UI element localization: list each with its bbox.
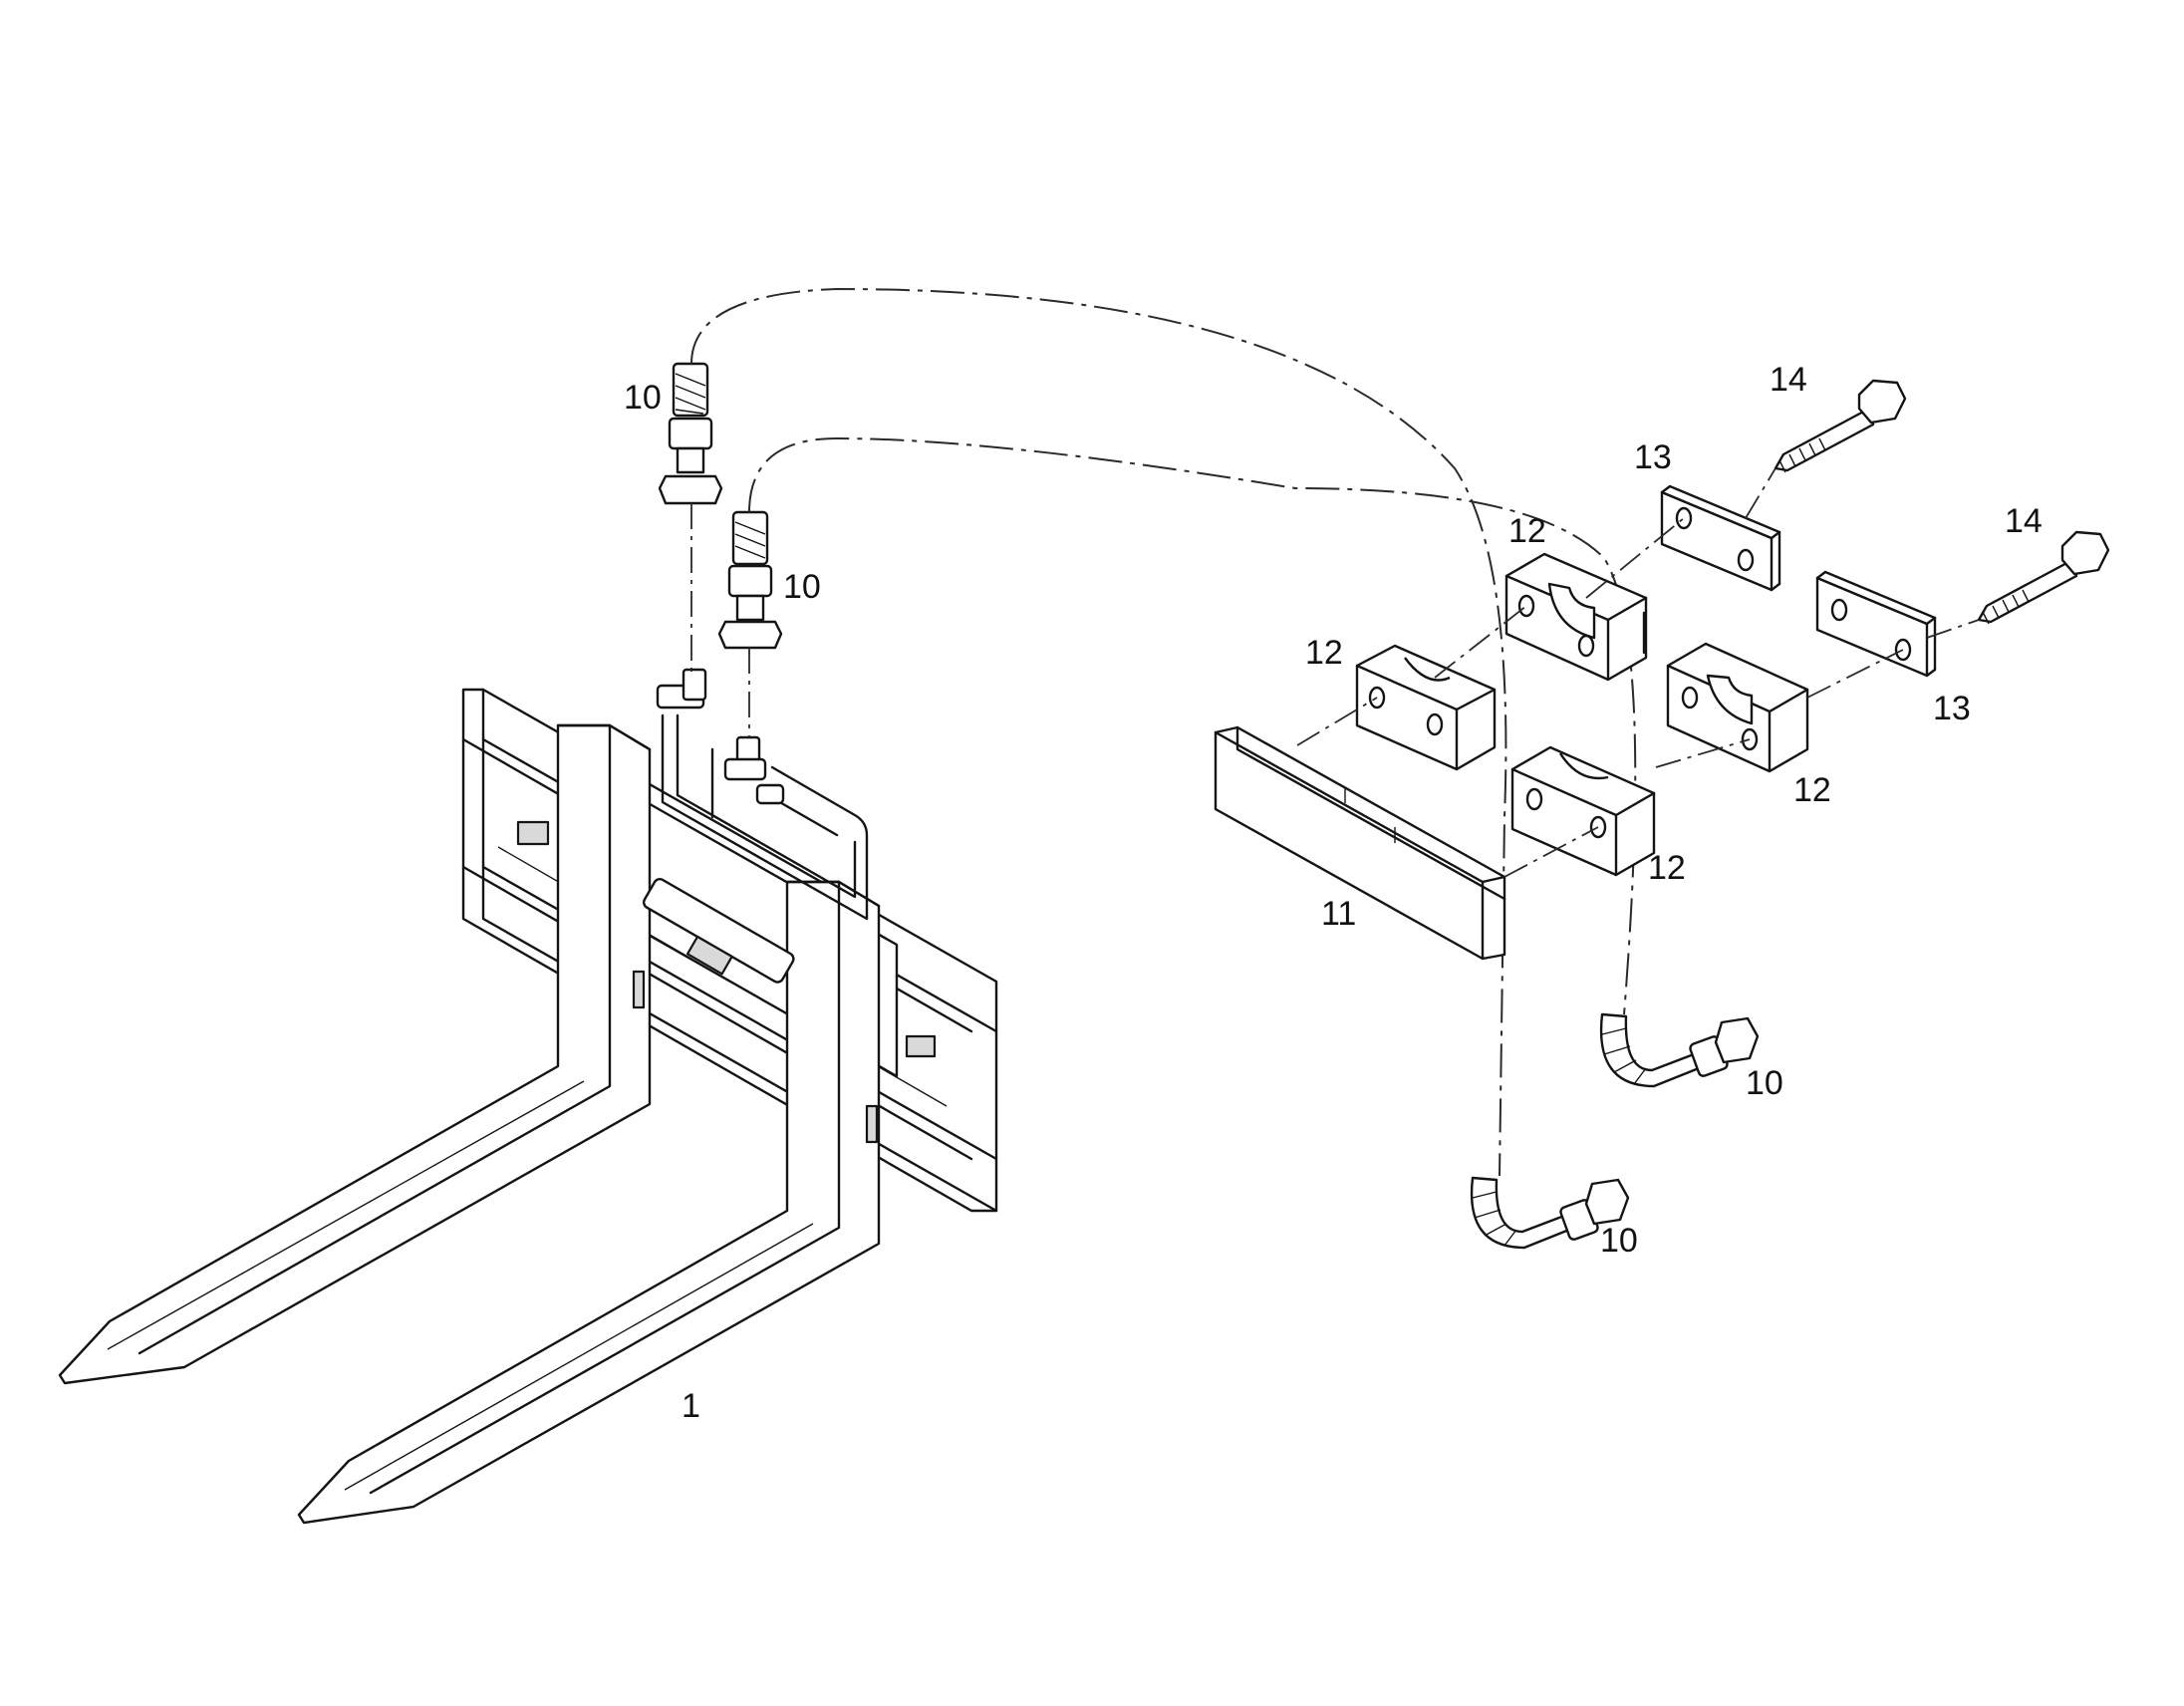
callout-bolt-lower: 14	[2005, 502, 2043, 540]
callout-hose-top-left: 10	[624, 379, 662, 417]
callout-clamp-block-left: 12	[1305, 634, 1343, 672]
callout-plate-lower: 13	[1933, 690, 1971, 727]
hose-fitting-top-right	[717, 510, 783, 650]
callout-fork-carriage: 1	[682, 1387, 700, 1425]
hose-fitting-top-left	[658, 362, 723, 505]
clamp-block-right	[1666, 642, 1809, 773]
hose-routing-lines	[690, 287, 1637, 1177]
bolt-lower	[1977, 530, 2110, 625]
callout-bolt-upper: 14	[1770, 361, 1807, 399]
clamp-block-left	[1355, 644, 1497, 771]
callout-hose-bottom-left: 10	[1600, 1222, 1638, 1260]
callout-hose-top-right: 10	[783, 568, 821, 606]
callout-mount-bar: 11	[1321, 895, 1356, 933]
assembly-center-lines	[1296, 467, 1980, 878]
callout-clamp-block-right: 12	[1793, 771, 1831, 809]
plate-upper	[1660, 484, 1781, 592]
callout-clamp-block-lower: 12	[1648, 849, 1686, 887]
clamp-block-upper	[1504, 552, 1648, 682]
fork-carriage-assembly	[58, 668, 998, 1525]
carriage-fittings	[656, 668, 785, 805]
clamp-block-lower	[1510, 745, 1656, 877]
callout-hose-bottom-right: 10	[1746, 1064, 1783, 1102]
fork-right	[297, 880, 881, 1525]
callout-labels: 1 10 10 10 10 11 12 12 12 12 13 13 14 14	[624, 361, 2043, 1425]
mount-bar	[1214, 725, 1506, 961]
bolt-upper	[1774, 379, 1907, 473]
fork-left	[58, 723, 652, 1385]
callout-plate-upper: 13	[1634, 438, 1672, 476]
carriage-cylinder	[642, 877, 795, 984]
hose-fitting-bottom-left	[1470, 1176, 1630, 1250]
callout-clamp-block-upper: 12	[1508, 512, 1546, 550]
plate-lower	[1815, 570, 1937, 678]
hose-fitting-bottom-right	[1599, 1012, 1760, 1088]
